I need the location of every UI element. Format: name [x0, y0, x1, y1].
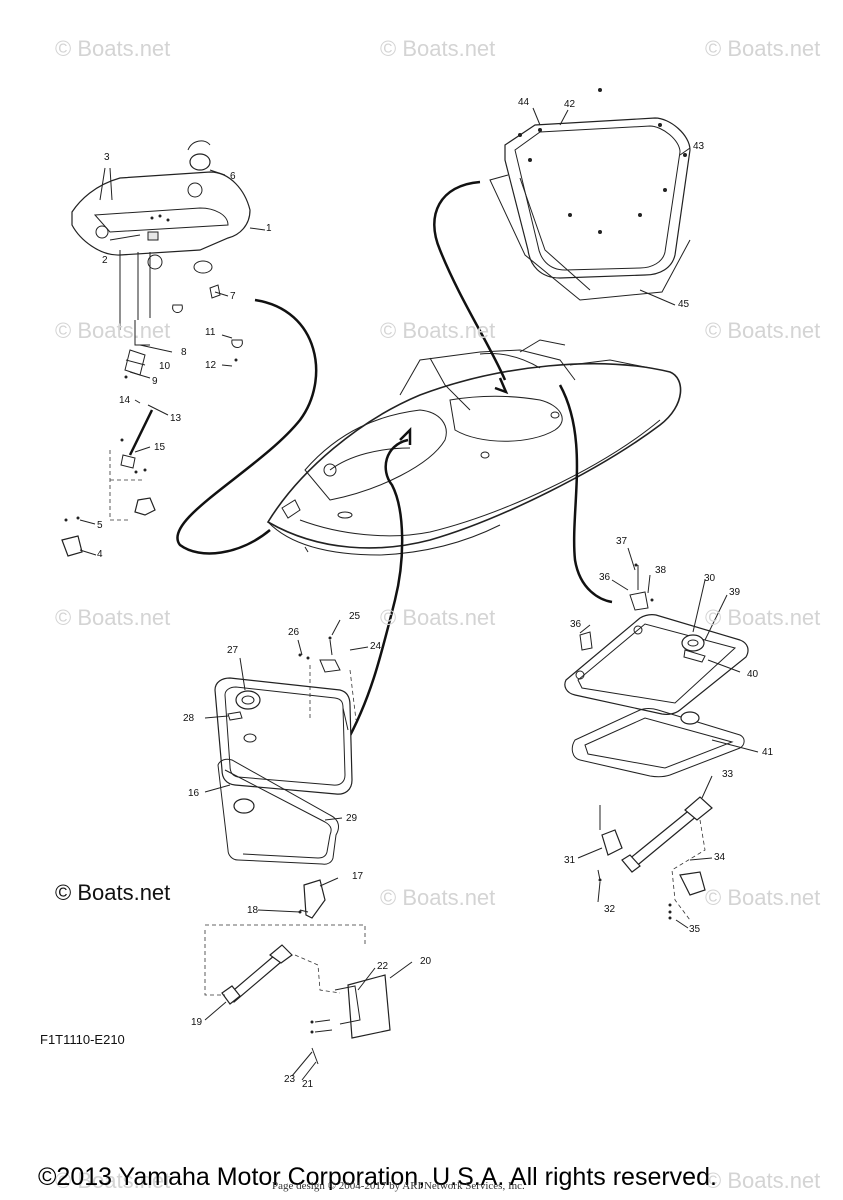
callout-29: 29: [346, 813, 358, 824]
bow-hatch-assembly: [61, 140, 251, 557]
watermark-8: © Boats.net: [380, 605, 496, 630]
watermark-12: © Boats.net: [55, 1168, 171, 1193]
watermark-2: © Boats.net: [380, 36, 496, 61]
callout-21: 21: [302, 1079, 314, 1090]
watermark-6: © Boats.net: [705, 318, 821, 343]
callout-27: 27: [227, 645, 239, 656]
callout-17: 17: [352, 871, 364, 882]
boat-hull-illustration: [266, 339, 682, 556]
callout-4: 4: [97, 549, 103, 560]
brand-mark: © Boats.net: [55, 880, 171, 905]
left-storage-hatch: [214, 636, 357, 865]
callout-42: 42: [564, 99, 576, 110]
callout-9: 9: [152, 376, 158, 387]
right-storage-hatch: [564, 563, 749, 778]
callout-19: 19: [191, 1017, 203, 1028]
callout-33: 33: [722, 769, 734, 780]
callout-15: 15: [154, 442, 166, 453]
callout-44: 44: [518, 97, 530, 108]
callout-6: 6: [230, 171, 236, 182]
callout-43: 43: [693, 141, 705, 152]
engine-hatch-assembly: [489, 88, 691, 301]
callout-25: 25: [349, 611, 361, 622]
callout-14: 14: [119, 395, 131, 406]
callout-32: 32: [604, 904, 616, 915]
callout-41: 41: [762, 747, 774, 758]
callout-11: 11: [205, 327, 216, 338]
callout-3: 3: [104, 152, 110, 163]
reference-code: F1T1110-E210: [40, 1032, 125, 1047]
callout-35: 35: [689, 924, 701, 935]
right-gas-strut: [597, 796, 713, 921]
callout-31: 31: [564, 855, 576, 866]
page-design-credit: Page design © 2004-2017 by ARI Network S…: [272, 1180, 525, 1192]
callout-36a: 36: [599, 572, 611, 583]
callout-40: 40: [747, 669, 759, 680]
callout-34: 34: [714, 852, 726, 863]
callout-39: 39: [729, 587, 741, 598]
watermark-1: © Boats.net: [55, 36, 171, 61]
leader-curve-right: [558, 384, 613, 604]
watermark-7: © Boats.net: [55, 605, 171, 630]
callout-2: 2: [102, 255, 108, 266]
callout-37: 37: [616, 536, 628, 547]
callout-22: 22: [377, 961, 389, 972]
callout-30: 30: [704, 573, 716, 584]
callout-38: 38: [655, 565, 667, 576]
watermark-5: © Boats.net: [380, 318, 496, 343]
leader-curve-left: [343, 438, 409, 746]
callout-13: 13: [170, 413, 182, 424]
callout-8: 8: [181, 347, 187, 358]
callout-24: 24: [370, 641, 382, 652]
leader-curve-bow: [176, 298, 318, 555]
copyright-notice: ©2013 Yamaha Motor Corporation, U.S.A. A…: [38, 1163, 717, 1191]
callout-leaders: [79, 107, 759, 1081]
callout-23: 23: [284, 1074, 296, 1085]
callout-45: 45: [678, 299, 690, 310]
callout-36b: 36: [570, 619, 582, 630]
callout-5: 5: [97, 520, 103, 531]
callout-26: 26: [288, 627, 300, 638]
callout-18: 18: [247, 905, 259, 916]
callout-10: 10: [159, 361, 171, 372]
callout-12: 12: [205, 360, 217, 371]
callout-16: 16: [188, 788, 200, 799]
watermark-13: © Boats.net: [705, 1168, 821, 1193]
watermark-9: © Boats.net: [705, 605, 821, 630]
watermark-4: © Boats.net: [55, 318, 171, 343]
callout-1: 1: [266, 223, 272, 234]
callout-7: 7: [230, 291, 236, 302]
leader-curve-engine: [433, 180, 507, 381]
watermark-10: © Boats.net: [380, 885, 496, 910]
watermark-11: © Boats.net: [705, 885, 821, 910]
watermark-3: © Boats.net: [705, 36, 821, 61]
callout-20: 20: [420, 956, 432, 967]
left-gas-strut: [204, 879, 391, 1065]
callout-28: 28: [183, 713, 195, 724]
